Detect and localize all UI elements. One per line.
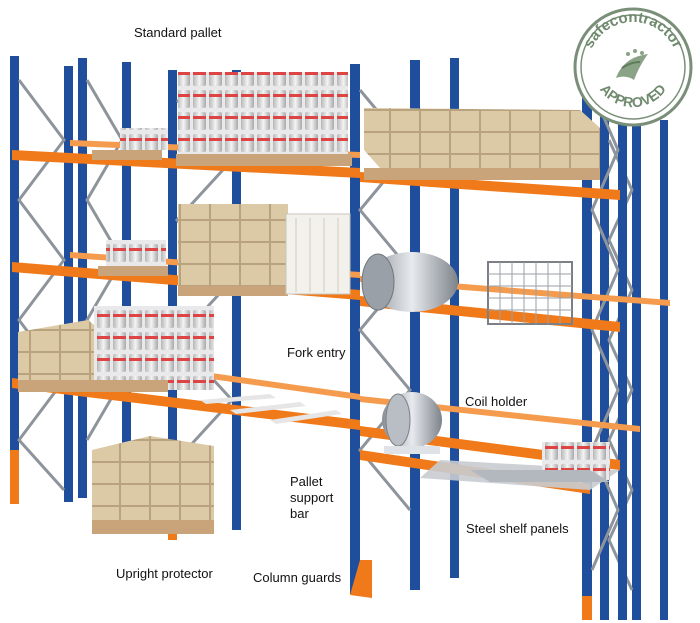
label-column-guards: Column guards <box>253 570 342 585</box>
left-upright-frame <box>10 56 73 504</box>
load-level-2 <box>98 204 573 325</box>
label-pallet-support-bar-line2: support <box>290 490 334 505</box>
floor-load <box>92 436 214 534</box>
column-guard-shape <box>350 560 372 598</box>
right-upright-frame <box>582 60 627 620</box>
label-pallet-support-bar-line1: Pallet <box>290 474 323 489</box>
safecontractor-approved-badge: safecontractor APPROVED <box>573 7 693 127</box>
load-level-3 <box>18 306 610 482</box>
label-pallet-support-bar-line3: bar <box>290 506 309 521</box>
load-level-1 <box>92 72 600 180</box>
label-coil-holder: Coil holder <box>465 394 528 409</box>
label-standard-pallet: Standard pallet <box>134 25 222 40</box>
badge-emblem-icon <box>616 49 648 80</box>
label-upright-protector: Upright protector <box>116 566 213 581</box>
label-steel-shelf-panels: Steel shelf panels <box>466 521 569 536</box>
wire-cage-shape <box>487 261 573 325</box>
back-upright-frame <box>600 100 668 620</box>
upright-protector-shape <box>10 450 19 504</box>
label-fork-entry: Fork entry <box>287 345 346 360</box>
coil-holder-shape <box>384 446 440 454</box>
label-pallet-support-bar: Pallet support bar <box>290 474 333 522</box>
